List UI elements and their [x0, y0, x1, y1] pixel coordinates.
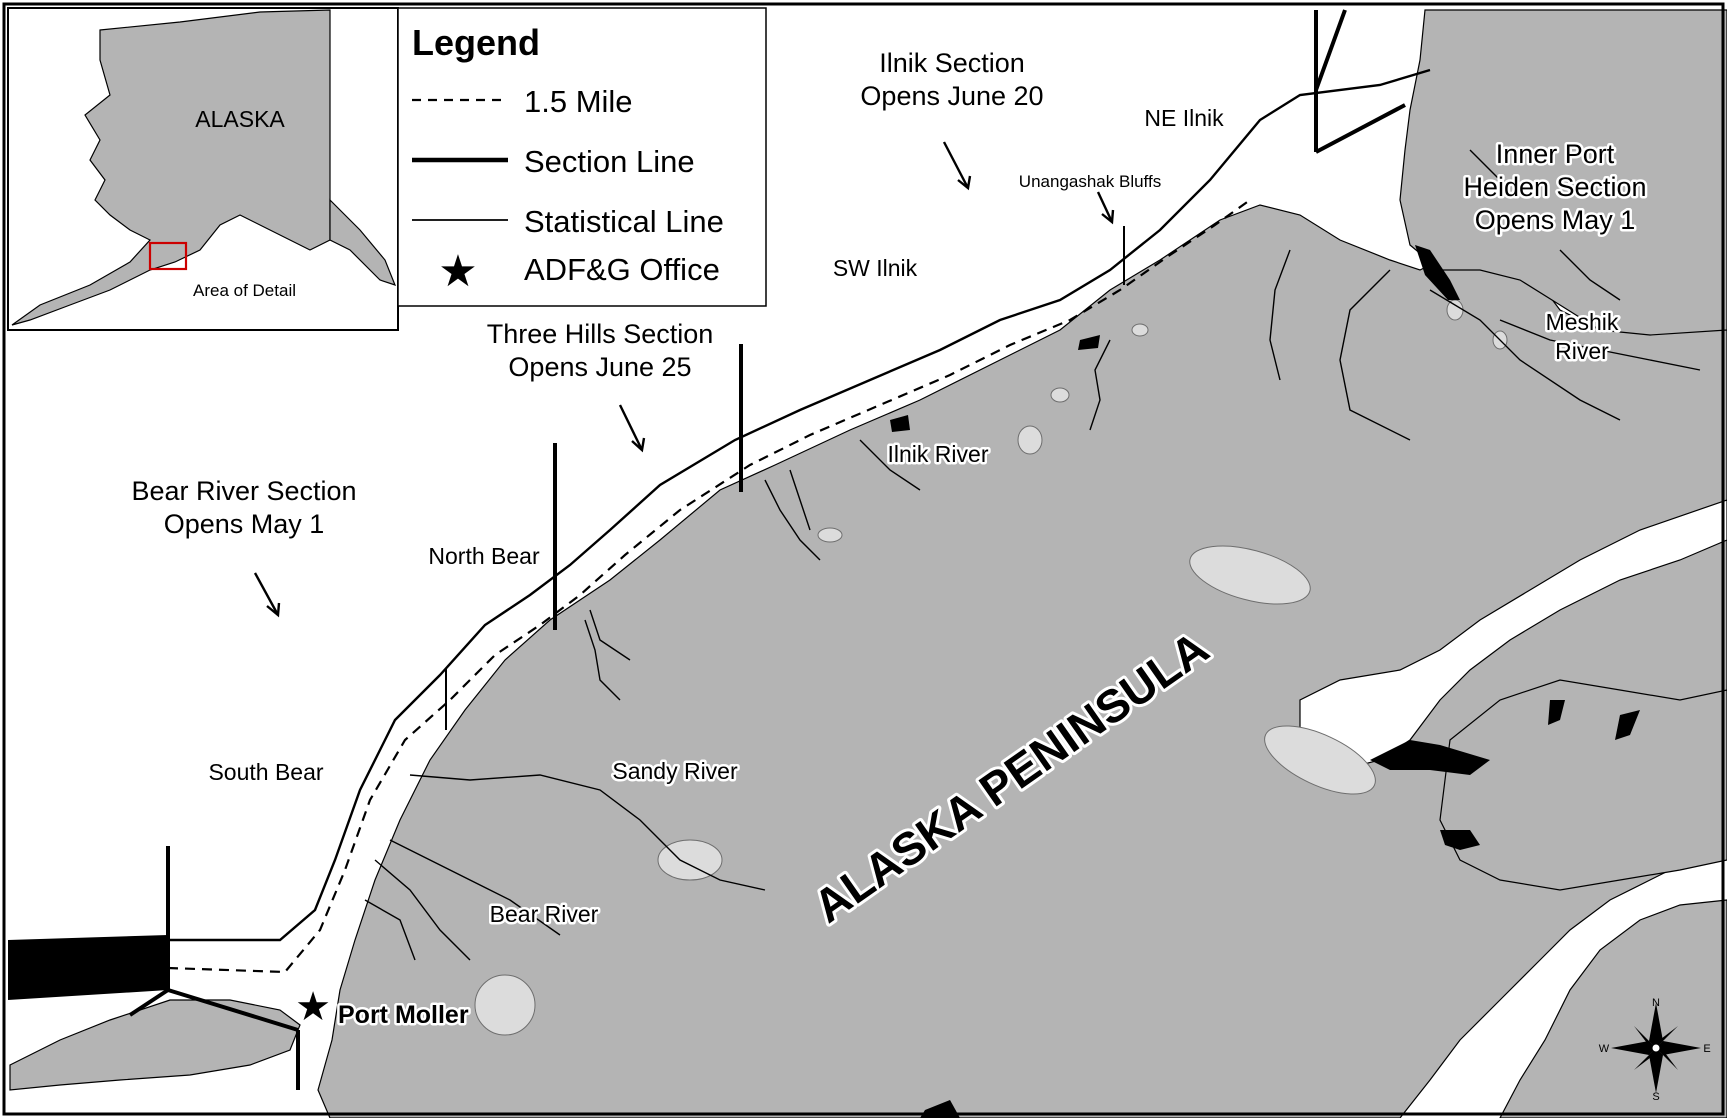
ilnik-river-label: Ilnik River	[888, 441, 989, 467]
bear-river-section-line1: Bear River Section	[131, 476, 356, 506]
river-network	[364, 149, 1701, 961]
bear-river-label: Bear River	[490, 901, 599, 927]
port-moller-channel	[8, 935, 168, 1000]
legend-label-2: Section Line	[524, 144, 695, 179]
inset-alaska-shape	[11, 9, 331, 326]
outer-boundary-line	[168, 68, 1431, 942]
lake	[657, 839, 723, 881]
inset-panhandle	[329, 198, 397, 286]
compass-n: N	[1652, 997, 1660, 1009]
inset-region-label: ALASKA	[195, 106, 285, 132]
port-moller-label: Port Moller	[338, 1001, 469, 1029]
district-south-bear: South Bear	[208, 759, 323, 785]
inner-port-heiden-line2: Heiden Section	[1463, 172, 1646, 202]
marsh-black	[1440, 830, 1480, 850]
legend-label-1: 1.5 Mile	[524, 84, 633, 119]
southwest-land	[9, 999, 301, 1091]
marsh-black	[1415, 245, 1460, 300]
ilnik-section-line2: Opens June 20	[860, 81, 1043, 111]
marsh-black	[890, 415, 910, 432]
unangashak-bluffs-label: Unangashak Bluffs	[1019, 172, 1161, 191]
sandy-river-label: Sandy River	[612, 758, 738, 784]
lake	[1050, 387, 1070, 403]
legend-label-4: ADF&G Office	[524, 252, 720, 287]
three-hills-section-line2: Opens June 25	[508, 352, 691, 382]
legend-title: Legend	[412, 22, 540, 63]
lake	[1264, 725, 1376, 795]
inset-map	[7, 7, 399, 331]
inset-detail-label: Area of Detail	[193, 281, 296, 300]
compass-e: E	[1703, 1043, 1710, 1055]
section-lines	[128, 9, 1406, 1090]
lake	[1131, 323, 1149, 337]
peninsula-landmass	[317, 204, 1727, 1118]
lake	[474, 974, 536, 1036]
compass-s: S	[1652, 1091, 1659, 1103]
lake	[1446, 299, 1464, 321]
compass-rose-icon	[1611, 1003, 1701, 1093]
inner-port-heiden-line3: Opens May 1	[1475, 205, 1636, 235]
ilnik-section-line1: Ilnik Section	[879, 48, 1025, 78]
marsh-black	[1370, 740, 1490, 775]
district-ne-ilnik: NE Ilnik	[1144, 105, 1224, 131]
area-of-detail-box	[148, 241, 188, 271]
section-arrows	[253, 141, 1115, 618]
legend-box	[397, 7, 767, 307]
legend-star-icon: ★	[438, 247, 477, 296]
marsh-black	[1548, 700, 1565, 725]
port-moller-star-icon: ★	[295, 985, 331, 1029]
lake	[1189, 545, 1311, 605]
southeast-land	[1499, 899, 1727, 1118]
marsh-black	[1078, 335, 1100, 350]
meshik-river-line2: River	[1555, 338, 1609, 364]
legend-label-3: Statistical Line	[524, 204, 724, 239]
lake	[817, 527, 843, 543]
bear-river-section-line2: Opens May 1	[164, 509, 325, 539]
southeast-hills	[1439, 679, 1727, 891]
district-north-bear: North Bear	[428, 543, 540, 569]
port-heiden-upland	[1399, 9, 1727, 336]
inner-port-heiden-line1: Inner Port	[1496, 139, 1615, 169]
one-point-five-mile-line	[167, 199, 1251, 974]
statistical-lines	[445, 226, 1125, 730]
meshik-river-line1: Meshik	[1546, 309, 1619, 335]
marsh-black	[1615, 710, 1640, 740]
compass-w: W	[1599, 1043, 1610, 1055]
lake	[1017, 425, 1043, 455]
district-sw-ilnik: SW Ilnik	[833, 255, 918, 281]
three-hills-section-line1: Three Hills Section	[487, 319, 714, 349]
